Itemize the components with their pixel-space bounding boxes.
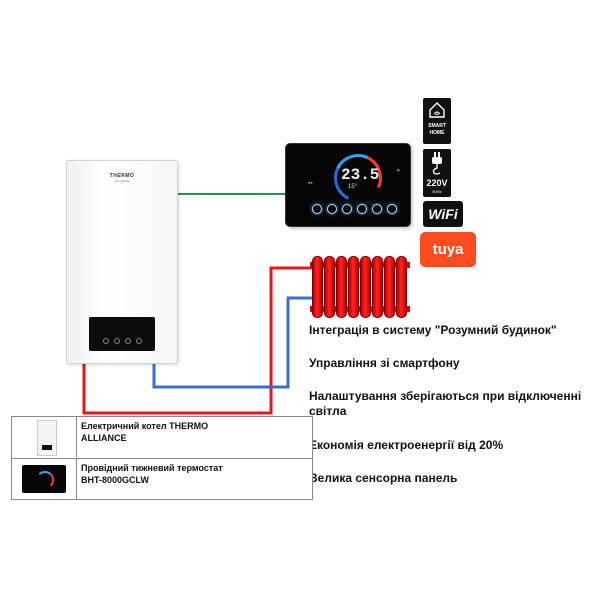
radiator-section xyxy=(396,256,407,318)
thermostat-signal-icon: ❖ xyxy=(396,168,401,174)
smart-home-label-2: HOME xyxy=(429,130,445,136)
radiator-section xyxy=(384,256,395,318)
touch-button-icon xyxy=(342,204,352,214)
radiator-section xyxy=(312,256,323,318)
thermostat-touch-buttons xyxy=(312,204,397,214)
legend-row: Провідний тижневий термостат BHT-8000GCL… xyxy=(12,458,312,499)
radiator-section xyxy=(372,256,383,318)
radiator-section xyxy=(348,256,359,318)
radiator-section xyxy=(336,256,347,318)
feature-energy-saving: Економія електроенергії від 20% xyxy=(309,438,504,452)
touch-button-icon xyxy=(312,204,322,214)
house-icon xyxy=(429,102,445,118)
legend-table: Електричний котел THERMO ALLIANCE Провід… xyxy=(11,416,313,500)
touch-button-icon xyxy=(372,204,382,214)
legend-label: Провідний тижневий термостат BHT-8000GCL… xyxy=(81,463,223,485)
thermostat-current-temp: 23.5 xyxy=(341,166,380,184)
supply-pipe-hot xyxy=(82,266,312,415)
radiator-section xyxy=(324,256,335,318)
voltage-value: 220V xyxy=(426,178,448,188)
thermostat-device: 23.5 15° ●● ❖ xyxy=(286,144,410,226)
feature-smartphone: Управління зі смартфону xyxy=(309,356,460,370)
feature-settings-saved: Налаштування зберігаються при відключенн… xyxy=(309,389,582,418)
boiler-brand: THERMO xyxy=(109,173,135,179)
touch-button-icon xyxy=(327,204,337,214)
feature-touch-panel: Велика сенсорна панель xyxy=(309,471,458,485)
legend-row: Електричний котел THERMO ALLIANCE xyxy=(12,417,312,457)
touch-button-icon xyxy=(387,204,397,214)
electric-boiler: THERMO ALLIANCE xyxy=(66,160,178,364)
radiator-section xyxy=(360,256,371,318)
boiler-model: ALLIANCE xyxy=(114,179,130,183)
smart-home-badge: SMART HOME xyxy=(423,98,451,144)
thermostat-thumbnail xyxy=(12,459,77,499)
tuya-logo: tuya xyxy=(420,232,476,267)
boiler-thumbnail xyxy=(12,417,77,457)
voltage-badge: 220V 50Hz xyxy=(423,149,451,197)
return-pipe-cold xyxy=(152,296,312,389)
thermostat-set-temp: 15° xyxy=(348,184,358,190)
touch-button-icon xyxy=(357,204,367,214)
thermostat-mode-icon: ●● xyxy=(308,180,313,185)
boiler-display xyxy=(89,317,155,351)
plug-icon xyxy=(432,152,442,175)
frequency-value: 50Hz xyxy=(432,189,442,194)
wifi-badge: WiFi xyxy=(423,201,463,227)
radiator xyxy=(310,256,410,318)
feature-smart-home: Інтеграція в систему "Розумний будинок" xyxy=(309,323,557,337)
legend-label: Електричний котел THERMO ALLIANCE xyxy=(81,421,209,443)
smart-home-label-1: SMART xyxy=(428,123,446,129)
